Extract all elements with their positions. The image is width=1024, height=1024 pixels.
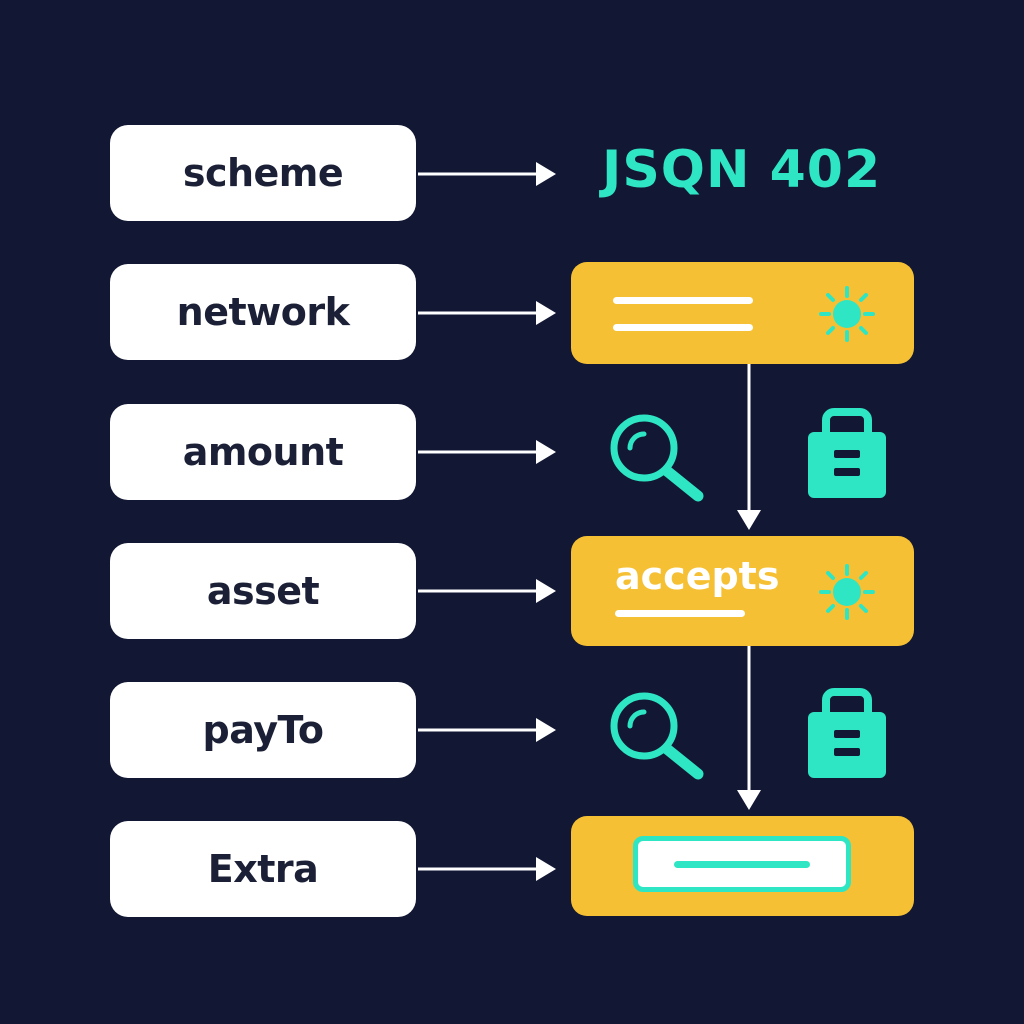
sun-icon bbox=[819, 564, 875, 620]
arrow-amount bbox=[418, 440, 556, 464]
arrow-payto bbox=[418, 718, 556, 742]
lock-icon bbox=[808, 688, 886, 778]
lock-icon bbox=[808, 408, 886, 498]
text-line bbox=[613, 324, 753, 331]
field-label: payTo bbox=[202, 708, 324, 752]
arrow-down-accepts-to-extra bbox=[737, 646, 761, 810]
arrow-network bbox=[418, 301, 556, 325]
extra-input-bar bbox=[633, 836, 851, 892]
field-box-payto: payTo bbox=[110, 682, 416, 778]
field-label: Extra bbox=[207, 847, 319, 891]
field-label: amount bbox=[182, 430, 344, 474]
arrow-down-network-to-accepts bbox=[737, 364, 761, 530]
arrow-extra bbox=[418, 857, 556, 881]
field-label: scheme bbox=[182, 151, 344, 195]
accepts-underline bbox=[615, 610, 745, 617]
field-box-scheme: scheme bbox=[110, 125, 416, 221]
accepts-card: accepts bbox=[571, 536, 914, 646]
field-box-network: network bbox=[110, 264, 416, 360]
field-label: network bbox=[176, 290, 350, 334]
field-box-asset: asset bbox=[110, 543, 416, 639]
field-box-amount: amount bbox=[110, 404, 416, 500]
network-card bbox=[571, 262, 914, 364]
search-icon bbox=[610, 414, 704, 502]
search-icon bbox=[610, 692, 704, 780]
input-line bbox=[674, 861, 810, 868]
arrow-scheme bbox=[418, 162, 556, 186]
arrow-asset bbox=[418, 579, 556, 603]
sun-icon bbox=[819, 286, 875, 342]
accepts-label: accepts bbox=[615, 554, 780, 598]
field-box-extra: Extra bbox=[110, 821, 416, 917]
extra-card bbox=[571, 816, 914, 916]
diagram-title: JSQN 402 bbox=[602, 140, 882, 200]
field-label: asset bbox=[206, 569, 320, 613]
text-line bbox=[613, 297, 753, 304]
